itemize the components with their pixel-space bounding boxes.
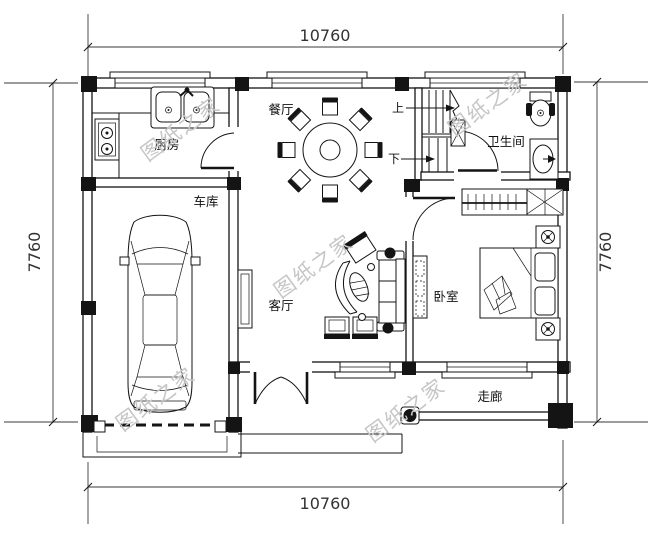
dimension-right: 7760 <box>574 77 648 427</box>
window-stair-north <box>424 71 526 89</box>
rear-bumper <box>133 400 187 411</box>
three-seat-sofa <box>376 247 406 334</box>
window-living-west <box>237 269 253 329</box>
dimension-left: 7760 <box>4 78 78 427</box>
side-table <box>382 322 394 334</box>
kitchen-door <box>200 132 235 170</box>
left-mirror <box>119 256 130 266</box>
up-arrow <box>446 104 455 112</box>
coffee-table <box>335 260 375 321</box>
lamp-icon <box>541 322 555 336</box>
dimension-bottom: 10760 <box>83 440 568 524</box>
dining-label: 餐厅 <box>268 102 293 117</box>
dimension-right-value: 7760 <box>596 232 615 273</box>
bathroom-fixtures <box>526 91 559 180</box>
dimension-top: 10760 <box>83 14 568 76</box>
kitchen-label: 厨房 <box>154 137 179 152</box>
round-column <box>400 406 420 425</box>
kitchen-stove <box>94 118 120 161</box>
bedroom-door <box>412 196 456 241</box>
toilet <box>526 91 555 127</box>
kitchen-sink <box>150 86 215 129</box>
garage-door <box>93 420 227 433</box>
round-dining-table <box>302 122 358 178</box>
garage-label: 车库 <box>193 194 218 209</box>
sofa-set <box>324 231 406 339</box>
washbasin <box>529 138 559 180</box>
car <box>119 214 201 413</box>
ottoman <box>349 272 370 302</box>
watermark-text: 图纸之家 <box>362 374 451 447</box>
window-living-south <box>334 361 396 379</box>
bathroom-label: 卫生间 <box>487 134 525 149</box>
entry-double-door <box>253 372 309 405</box>
staircase: 上 下 <box>388 89 466 172</box>
kitchen-fixtures <box>92 86 229 178</box>
armchair-top <box>343 231 377 264</box>
window-dining-north <box>266 71 368 89</box>
pillow <box>534 252 556 282</box>
bedroom-label: 卧室 <box>433 289 458 304</box>
dimension-bottom-value: 10760 <box>300 494 351 513</box>
down-arrow <box>426 155 435 163</box>
pillow <box>534 286 556 316</box>
dining-table-set <box>277 97 383 203</box>
living-label: 客厅 <box>268 298 293 313</box>
wardrobe <box>461 188 564 216</box>
dimension-top-value: 10760 <box>300 26 351 45</box>
armchair-left <box>324 316 350 339</box>
stair-down-label: 下 <box>388 152 400 166</box>
side-table <box>384 247 396 259</box>
structural-columns <box>81 76 573 432</box>
room-labels: 厨房 餐厅 车库 客厅 卧室 卫生间 走廊 <box>154 102 524 404</box>
stair-up-label: 上 <box>392 101 404 115</box>
tv-cabinet <box>412 255 428 319</box>
window-bedroom-south <box>441 361 533 379</box>
garage-apron <box>82 432 242 458</box>
right-mirror <box>190 256 201 266</box>
faucet-icon <box>548 155 556 163</box>
quilt <box>483 275 513 311</box>
corridor-label: 走廊 <box>477 389 502 404</box>
double-bed <box>479 247 559 319</box>
window-kitchen-north <box>109 71 211 89</box>
entry-steps <box>238 433 403 454</box>
door-openings <box>228 127 501 373</box>
bedroom-furniture <box>412 188 564 341</box>
armchair-right <box>352 316 378 339</box>
lamp-icon <box>541 230 555 244</box>
dimension-left-value: 7760 <box>25 232 44 273</box>
